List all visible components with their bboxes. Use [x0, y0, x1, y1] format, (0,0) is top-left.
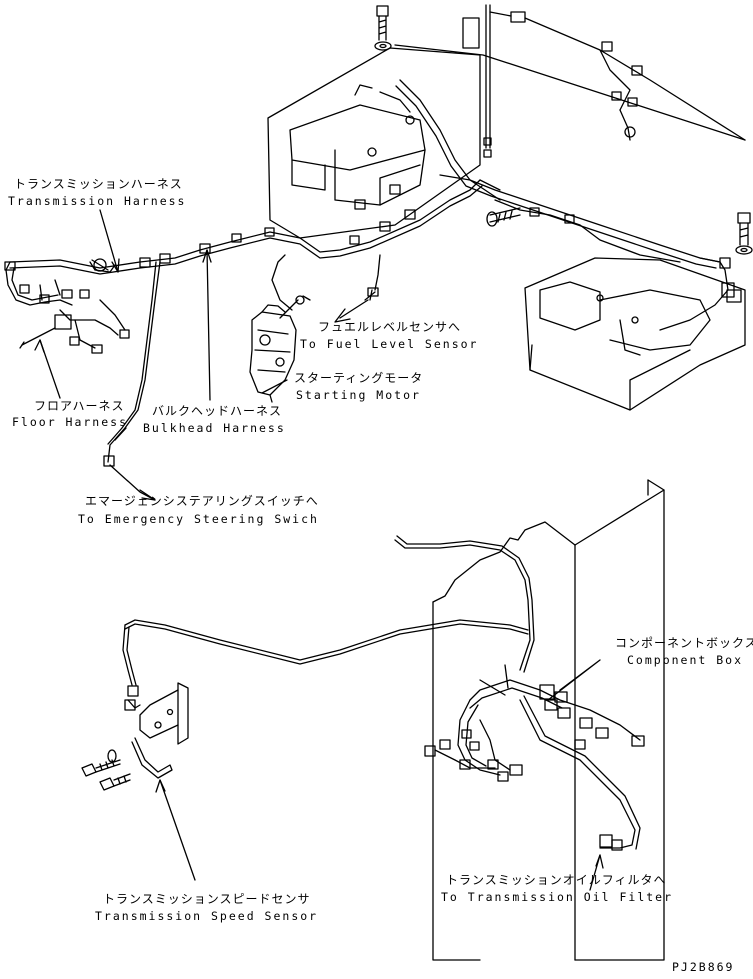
label-component-box-en: Component Box — [627, 653, 744, 667]
label-transmission-harness-ja: トランスミッションハーネス — [14, 177, 183, 191]
harness-trunk-upper — [9, 79, 721, 311]
figure-code: PJ2B869 — [672, 960, 735, 974]
cable-emergency-steering — [103, 261, 161, 467]
label-bulkhead-harness-en: Bulkhead Harness — [143, 421, 286, 435]
label-transmission-harness-en: Transmission Harness — [8, 194, 187, 208]
floor-harness-cluster — [4, 258, 130, 354]
component-box-panel — [432, 479, 665, 961]
battery-box-upper — [267, 47, 501, 239]
label-fuel-level-sensor-en: To Fuel Level Sensor — [300, 337, 479, 351]
label-component-box-ja: コンポーネントボックス — [615, 636, 753, 650]
label-starting-motor-en: Starting Motor — [296, 388, 421, 402]
fuel-sensor-connector — [334, 287, 379, 323]
label-emergency-steering-ja: エマージェンシステアリングスイッチへ — [85, 494, 319, 508]
component-box-harness — [424, 679, 645, 851]
label-floor-harness-en: Floor Harness — [12, 415, 129, 429]
label-fuel-level-sensor-ja: フュエルレベルセンサへ — [318, 320, 462, 334]
label-starting-motor-ja: スターティングモータ — [294, 371, 424, 385]
bolt-right — [735, 212, 753, 255]
leader-lines-lower — [155, 659, 604, 891]
label-emergency-steering-en: To Emergency Steering Swich — [78, 512, 319, 526]
label-transmission-speed-sensor-ja: トランスミッションスピードセンサ — [103, 892, 311, 906]
trunk-connectors — [139, 137, 575, 268]
label-transmission-oil-filter-en: To Transmission Oil Filter — [441, 890, 674, 904]
label-transmission-oil-filter-ja: トランスミッションオイルフィルタへ — [446, 873, 667, 887]
bolt-middle — [486, 207, 521, 227]
cable-component-box-main — [122, 535, 535, 697]
bracket-top-right — [394, 4, 746, 149]
leader-lines-upper — [34, 209, 288, 501]
label-floor-harness-ja: フロアハーネス — [34, 399, 125, 413]
label-bulkhead-harness-ja: バルクヘッドハーネス — [152, 404, 283, 418]
speed-sensor-assembly — [81, 682, 189, 791]
battery-box-lower-right — [524, 257, 746, 411]
bolt-upper — [374, 5, 392, 51]
starting-motor — [249, 299, 299, 403]
label-transmission-speed-sensor-en: Transmission Speed Sensor — [95, 909, 319, 923]
